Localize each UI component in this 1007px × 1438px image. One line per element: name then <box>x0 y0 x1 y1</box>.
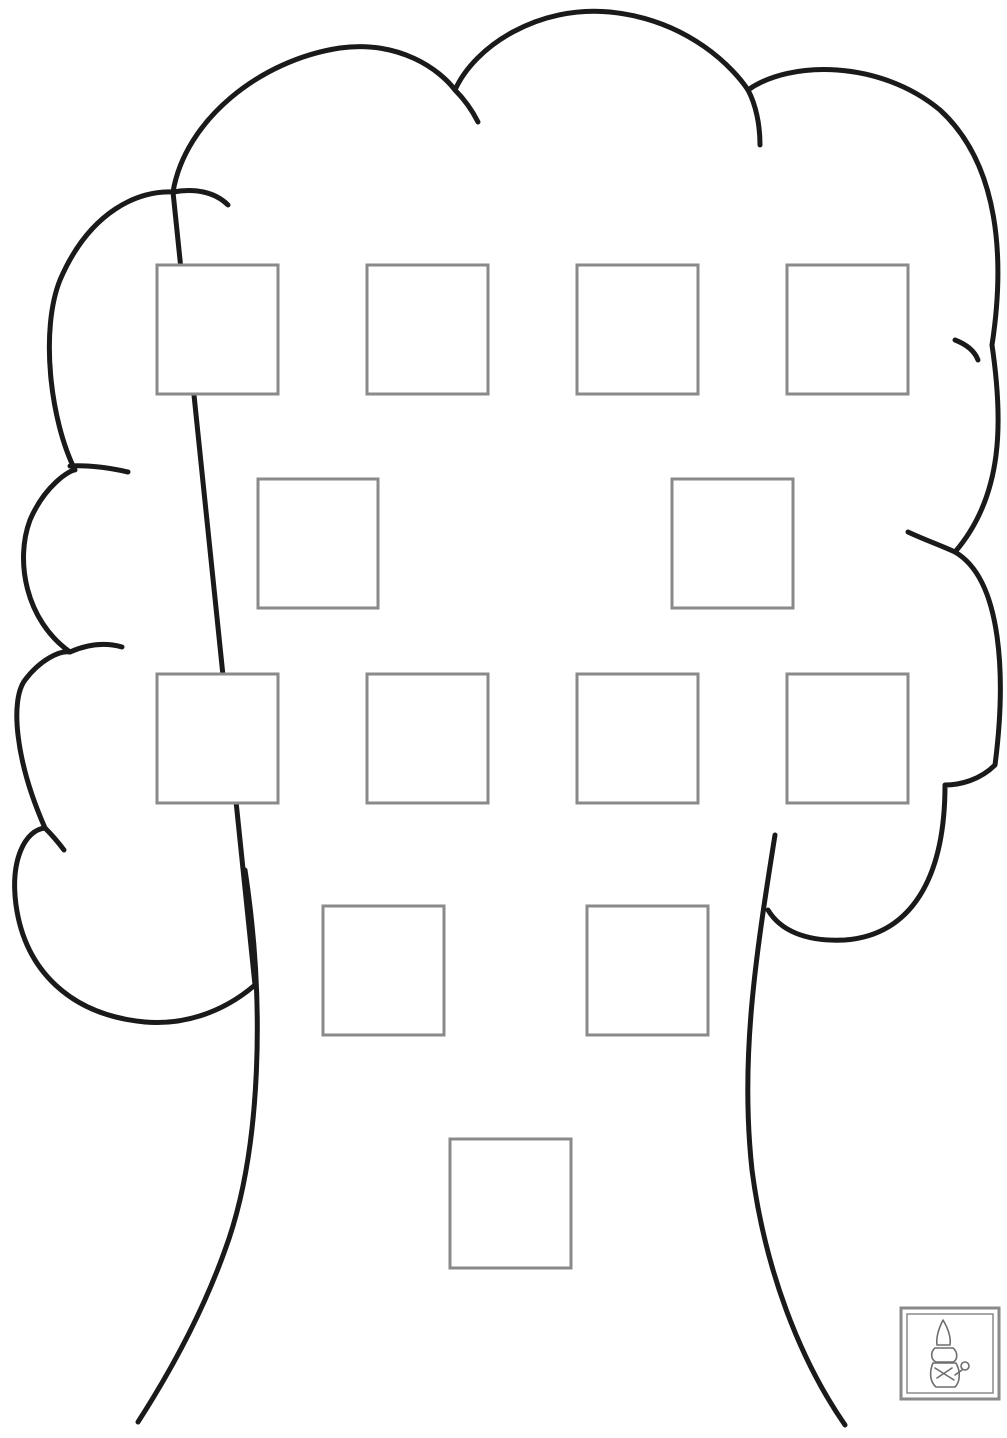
crown-curl-7 <box>70 644 122 652</box>
name-box[interactable] <box>258 479 378 608</box>
crown-curl-8 <box>45 828 64 850</box>
tree-crown-outline <box>15 11 1001 1022</box>
name-box[interactable] <box>157 265 278 394</box>
crown-curl-2 <box>455 90 478 122</box>
crown-curl-3 <box>748 90 760 145</box>
name-box[interactable] <box>367 674 488 803</box>
crown-curl-1 <box>173 191 228 205</box>
name-box[interactable] <box>323 906 444 1035</box>
name-box[interactable] <box>577 265 698 394</box>
trunk-right-edge <box>748 835 845 1425</box>
trunk-left-edge <box>138 870 257 1422</box>
name-box[interactable] <box>450 1139 571 1268</box>
crown-curl-4 <box>955 340 978 360</box>
name-box[interactable] <box>787 674 908 803</box>
name-box[interactable] <box>672 479 793 608</box>
name-box[interactable] <box>787 265 908 394</box>
name-box[interactable] <box>587 906 708 1035</box>
name-box[interactable] <box>577 674 698 803</box>
name-box[interactable] <box>367 265 488 394</box>
name-box[interactable] <box>157 674 278 803</box>
toy-figure-logo-icon <box>901 1308 999 1399</box>
crown-curl-6 <box>70 466 128 472</box>
crown-curl-5 <box>908 532 955 552</box>
